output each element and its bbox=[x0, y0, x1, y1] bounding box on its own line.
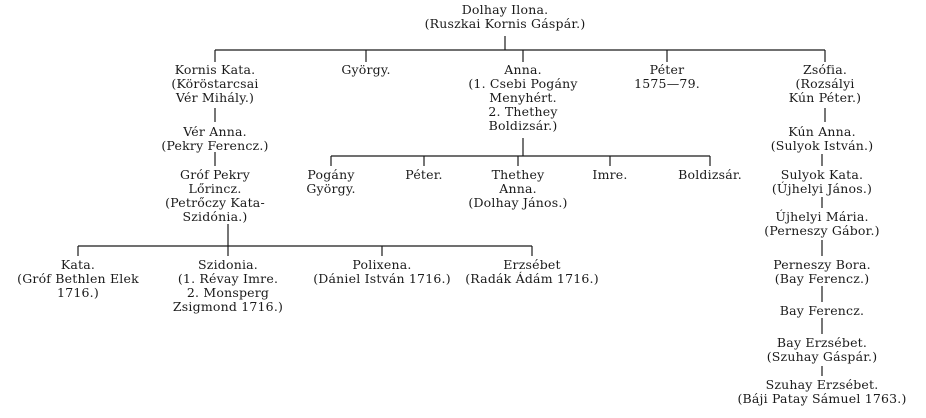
person-line: (Petrőczy Kata- bbox=[165, 195, 265, 210]
person-line: (1. Csebi Pogány bbox=[468, 76, 578, 91]
person-polixena: Polixena.(Dániel István 1716.) bbox=[313, 258, 451, 286]
person-line: György. bbox=[341, 62, 391, 77]
person-line: Szidonia. bbox=[198, 257, 258, 272]
person-line: (Köröstarcsai bbox=[171, 76, 259, 91]
person-line: (Gróf Bethlen Elek bbox=[17, 271, 139, 286]
person-line: (Dolhay János.) bbox=[468, 195, 568, 210]
person-line: (Újhelyi János.) bbox=[771, 181, 873, 196]
person-line: 1575—79. bbox=[634, 76, 700, 91]
person-line: (Rozsályi bbox=[795, 76, 855, 91]
person-peter2: Péter. bbox=[405, 168, 442, 182]
person-line: (Radák Ádám 1716.) bbox=[465, 271, 599, 286]
person-bay-f: Bay Ferencz. bbox=[780, 304, 864, 318]
person-line: Thethey bbox=[491, 167, 545, 182]
person-ver-anna: Vér Anna.(Pekry Ferencz.) bbox=[161, 125, 268, 153]
person-line: (Dániel István 1716.) bbox=[313, 271, 451, 286]
person-gyorgy: György. bbox=[341, 63, 390, 77]
person-line: Perneszy Bora. bbox=[773, 257, 871, 272]
person-boldizsar: Boldizsár. bbox=[678, 168, 742, 182]
person-sulyok: Sulyok Kata.(Újhelyi János.) bbox=[772, 168, 872, 196]
person-line: (Báji Patay Sámuel 1763.) bbox=[737, 391, 907, 406]
person-szuhay: Szuhay Erzsébet.(Báji Patay Sámuel 1763.… bbox=[737, 378, 906, 406]
person-line: (Ruszkai Kornis Gáspár.) bbox=[424, 16, 586, 31]
person-line: Szuhay Erzsébet. bbox=[765, 377, 879, 392]
person-line: Vér Anna. bbox=[183, 124, 247, 139]
person-line: Kún Péter.) bbox=[788, 90, 862, 105]
person-line: Zsófia. bbox=[802, 62, 848, 77]
person-line: Boldizsár. bbox=[678, 167, 742, 182]
person-line: Anna. bbox=[499, 181, 537, 196]
person-root: Dolhay Ilona.(Ruszkai Kornis Gáspár.) bbox=[425, 3, 586, 31]
person-line: Pogány bbox=[307, 167, 355, 182]
person-line: (Pekry Ferencz.) bbox=[161, 138, 269, 153]
person-line: Boldizsár.) bbox=[488, 118, 558, 133]
person-line: 2. Monsperg bbox=[186, 285, 270, 300]
person-line: Sulyok Kata. bbox=[780, 167, 864, 182]
person-line: Gróf Pekry bbox=[180, 167, 250, 182]
person-line: Zsigmond 1716.) bbox=[172, 299, 284, 314]
person-line: Lőrincz. bbox=[188, 181, 242, 196]
person-line: 2. Thethey bbox=[488, 104, 558, 119]
person-erzsebet: Erzsébet(Radák Ádám 1716.) bbox=[465, 258, 599, 286]
person-line: 1716.) bbox=[57, 285, 99, 300]
person-line: Újhelyi Mária. bbox=[775, 209, 869, 224]
person-kun-anna: Kún Anna.(Sulyok István.) bbox=[771, 125, 874, 153]
person-line: Szidónia.) bbox=[182, 209, 248, 224]
person-line: Kata. bbox=[60, 257, 96, 272]
person-line: György. bbox=[306, 181, 356, 196]
person-line: Kornis Kata. bbox=[174, 62, 256, 77]
person-line: (1. Révay Imre. bbox=[177, 271, 279, 286]
person-line: Dolhay Ilona. bbox=[461, 2, 549, 17]
person-line: Péter bbox=[649, 62, 685, 77]
person-line: Kún Anna. bbox=[788, 124, 856, 139]
person-bay-e: Bay Erzsébet.(Szuhay Gáspár.) bbox=[767, 336, 878, 364]
person-line: Bay Ferencz. bbox=[779, 303, 865, 318]
person-imre: Imre. bbox=[592, 168, 627, 182]
person-line: (Sulyok István.) bbox=[770, 138, 874, 153]
person-line: Vér Mihály.) bbox=[175, 90, 255, 105]
person-perneszy: Perneszy Bora.(Bay Ferencz.) bbox=[773, 258, 871, 286]
person-line: Erzsébet bbox=[503, 257, 561, 272]
person-line: Bay Erzsébet. bbox=[776, 335, 868, 350]
person-line: (Perneszy Gábor.) bbox=[764, 223, 880, 238]
person-line: (Bay Ferencz.) bbox=[774, 271, 870, 286]
person-line: (Szuhay Gáspár.) bbox=[766, 349, 878, 364]
person-line: Menyhért. bbox=[489, 90, 557, 105]
person-line: Polixena. bbox=[352, 257, 412, 272]
person-ujhelyi: Újhelyi Mária.(Perneszy Gábor.) bbox=[764, 210, 879, 238]
person-line: Imre. bbox=[592, 167, 628, 182]
person-line: Péter. bbox=[405, 167, 443, 182]
person-line: Anna. bbox=[504, 62, 542, 77]
